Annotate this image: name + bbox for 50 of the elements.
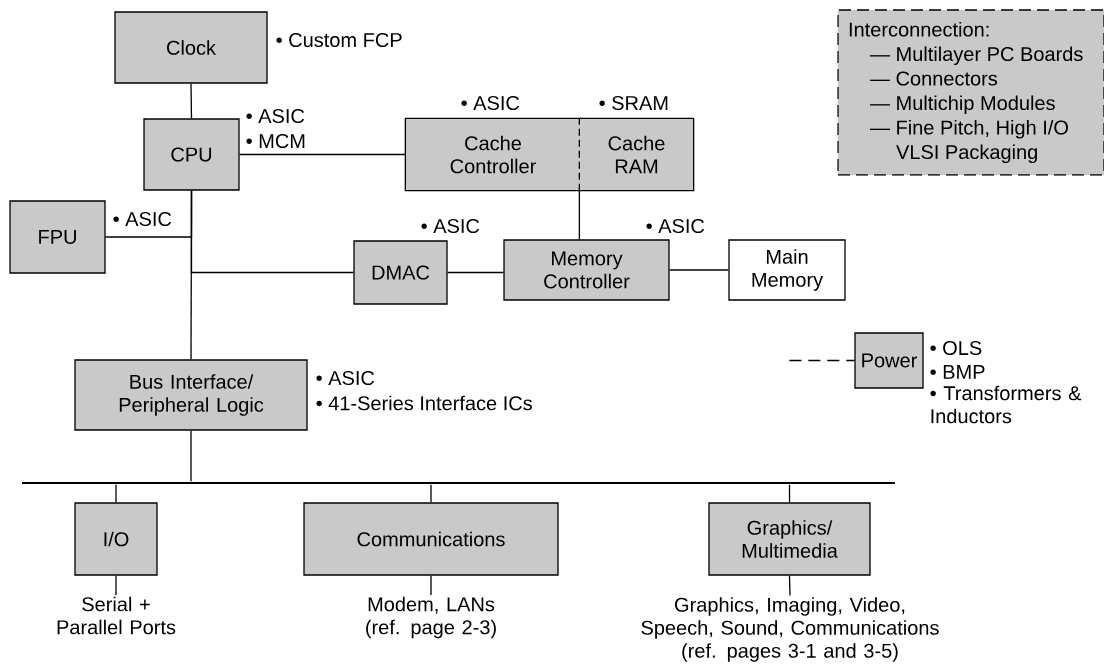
cache-ram-box: Cache RAM [578,117,695,192]
dmac-box: DMAC [353,240,448,305]
port-description: Serial + Parallel Ports [57,596,176,635]
bullet-note: • MCM [246,133,305,149]
bullet-note: • ASIC [113,211,172,227]
bus-interface-box: Bus Interface/ Peripheral Logic [74,359,308,431]
bullet-note: • Custom FCP [276,32,402,48]
connector-line [239,153,406,156]
connector-line [190,83,193,119]
cache-controller-box: Cache Controller [404,117,582,192]
heading: Interconnection: [849,21,989,37]
connector-line [190,430,192,482]
port-description: Modem, LANs (ref. page 2-3) [366,596,496,639]
list-item: — Multilayer PC Boards [870,46,1083,66]
bullet-note: • ASIC [421,218,480,234]
connector-line [578,190,580,240]
connector-line [430,575,432,596]
bullet-note: • ASIC [461,95,520,111]
memory-controller-box: Memory Controller [503,239,670,301]
communications-box: Communications [303,502,559,576]
power-box: Power [854,332,924,389]
bullet-note: • ASIC [646,218,705,234]
bus-line [22,482,895,484]
bullet-note: • ASIC [246,108,305,124]
list-item: — Fine Pitch, High I/O VLSI Packaging [870,119,1068,164]
bullet-note: • 41-Series Interface ICs [316,395,532,411]
dashed-line [788,359,855,362]
connector-line [669,269,729,271]
list-item: — Connectors [870,71,998,86]
connector-line [788,575,791,597]
fpu-box: FPU [9,200,106,274]
bullet-note: • BMP [930,365,985,379]
bullet-note: • Transformers & Inductors [930,385,1082,424]
connector-line [115,484,117,503]
graphics-box: Graphics/ Multimedia [708,502,871,576]
connector-line [430,484,432,503]
interconnection-box [837,9,1104,176]
bullet-note: • ASIC [316,370,375,386]
clock-box: Clock [114,11,268,84]
bullet-note: • OLS [930,340,982,356]
connector-line [788,484,791,503]
main-memory-box: Main Memory [728,239,846,301]
connector-line [190,190,193,360]
cpu-box: CPU [143,118,240,191]
bullet-note: • SRAM [599,95,668,111]
connector-line [115,575,117,596]
io-box: I/O [74,502,158,576]
connector-line [447,271,504,274]
list-item: — Multichip Modules [870,95,1055,115]
port-description: Graphics, Imaging, Video, Speech, Sound, Communications (ref. pages 3-1 and 3-5) [641,597,939,662]
